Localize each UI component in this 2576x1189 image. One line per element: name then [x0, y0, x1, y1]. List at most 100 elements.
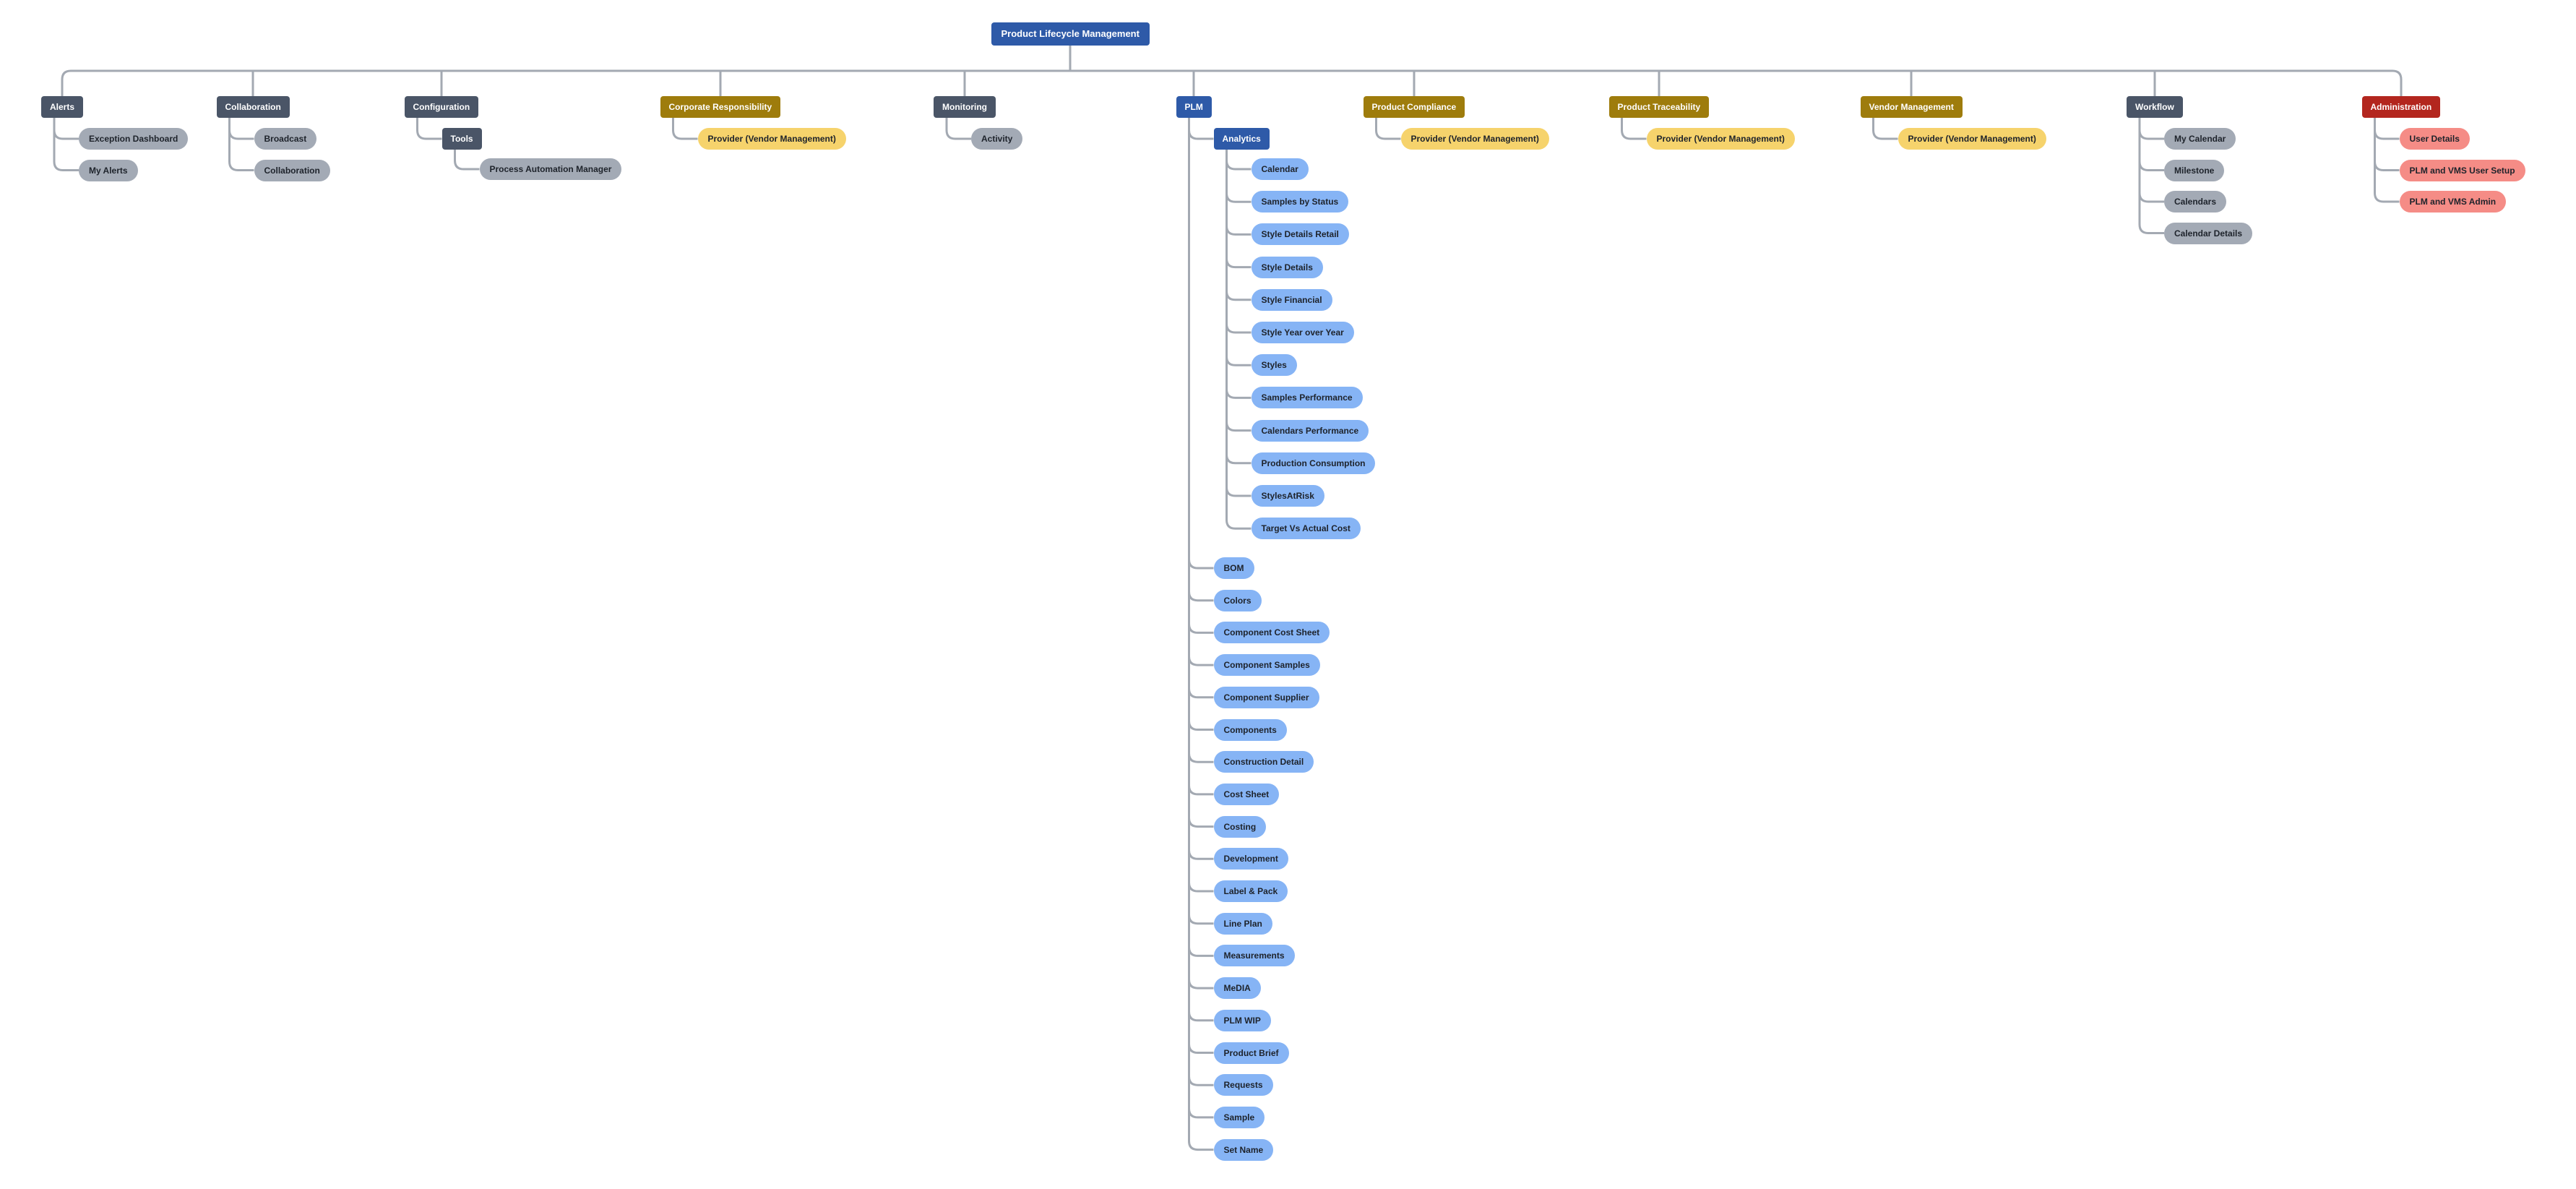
branch-product-traceability[interactable]: Product Traceability	[1608, 96, 1710, 118]
leaf-colors[interactable]: Colors	[1213, 589, 1262, 611]
leaf-cost-sheet[interactable]: Cost Sheet	[1213, 783, 1280, 805]
leaf-collaboration[interactable]: Collaboration	[254, 159, 330, 181]
connector	[1188, 118, 1214, 699]
connector	[1188, 118, 1214, 828]
leaf-construction-detail[interactable]: Construction Detail	[1213, 751, 1314, 773]
leaf-component-samples[interactable]: Component Samples	[1213, 654, 1320, 677]
branch-configuration[interactable]: Configuration	[404, 96, 479, 118]
leaf-measurements[interactable]: Measurements	[1213, 945, 1295, 967]
group-tools[interactable]: Tools	[441, 128, 482, 150]
connector	[53, 118, 79, 140]
leaf-provider-vendor-management[interactable]: Provider (Vendor Management)	[1400, 128, 1549, 150]
connector	[672, 118, 698, 140]
leaf-user-details[interactable]: User Details	[2399, 128, 2470, 150]
leaf-samples-performance[interactable]: Samples Performance	[1251, 387, 1363, 409]
connector	[2138, 118, 2164, 203]
leaf-calendar-details[interactable]: Calendar Details	[2164, 222, 2253, 244]
connector	[1188, 118, 1214, 1054]
branch-corporate-responsibility[interactable]: Corporate Responsibility	[660, 96, 781, 118]
leaf-calendars-performance[interactable]: Calendars Performance	[1251, 419, 1369, 442]
leaf-costing[interactable]: Costing	[1213, 815, 1267, 838]
connector	[1225, 150, 1252, 203]
branch-product-compliance[interactable]: Product Compliance	[1363, 96, 1465, 118]
branch-administration[interactable]: Administration	[2361, 96, 2441, 118]
connector	[454, 150, 480, 171]
connector	[1188, 118, 1214, 796]
leaf-bom[interactable]: BOM	[1213, 557, 1254, 579]
branch-collaboration[interactable]: Collaboration	[216, 96, 290, 118]
leaf-provider-vendor-management[interactable]: Provider (Vendor Management)	[1897, 128, 2046, 150]
leaf-component-supplier[interactable]: Component Supplier	[1213, 686, 1319, 708]
leaf-components[interactable]: Components	[1213, 718, 1287, 741]
connector	[1188, 118, 1214, 925]
connector	[945, 118, 971, 140]
leaf-styles[interactable]: Styles	[1251, 354, 1297, 377]
connector	[1225, 150, 1252, 399]
group-analytics[interactable]: Analytics	[1213, 128, 1270, 150]
leaf-my-alerts[interactable]: My Alerts	[79, 159, 138, 181]
leaf-provider-vendor-management[interactable]: Provider (Vendor Management)	[1646, 128, 1795, 150]
leaf-plm-and-vms-admin[interactable]: PLM and VMS Admin	[2399, 191, 2507, 213]
connector	[2374, 118, 2400, 171]
branch-workflow[interactable]: Workflow	[2127, 96, 2183, 118]
connector	[1188, 118, 1214, 893]
connector	[1872, 118, 1898, 140]
branch-alerts[interactable]: Alerts	[41, 96, 84, 118]
leaf-style-details[interactable]: Style Details	[1251, 256, 1323, 278]
connector	[228, 118, 254, 171]
leaf-activity[interactable]: Activity	[971, 128, 1023, 150]
leaf-development[interactable]: Development	[1213, 848, 1288, 870]
connector	[1225, 150, 1252, 432]
leaf-style-details-retail[interactable]: Style Details Retail	[1251, 223, 1349, 246]
leaf-calendars[interactable]: Calendars	[2164, 191, 2227, 213]
connector	[1225, 150, 1252, 465]
connector	[1188, 118, 1214, 140]
connector	[1225, 150, 1252, 334]
leaf-exception-dashboard[interactable]: Exception Dashboard	[79, 128, 189, 150]
leaf-requests[interactable]: Requests	[1213, 1074, 1273, 1096]
leaf-media[interactable]: MeDIA	[1213, 977, 1261, 1000]
connector	[1188, 118, 1214, 860]
branch-plm[interactable]: PLM	[1176, 96, 1212, 118]
leaf-milestone[interactable]: Milestone	[2164, 159, 2225, 181]
connector	[1375, 118, 1401, 140]
leaf-style-financial[interactable]: Style Financial	[1251, 288, 1332, 311]
branch-vendor-management[interactable]: Vendor Management	[1860, 96, 1963, 118]
leaf-style-year-over-year[interactable]: Style Year over Year	[1251, 322, 1354, 343]
connector	[1225, 150, 1252, 530]
connector	[2138, 118, 2164, 140]
connector	[1188, 118, 1214, 957]
leaf-label-and-pack[interactable]: Label & Pack	[1213, 880, 1288, 902]
connector	[1188, 118, 1214, 731]
connector	[1188, 118, 1214, 634]
connector	[1188, 118, 1214, 570]
connector	[228, 118, 254, 140]
leaf-samples-by-status[interactable]: Samples by Status	[1251, 191, 1349, 213]
leaf-product-brief[interactable]: Product Brief	[1213, 1042, 1289, 1064]
leaf-target-vs-actual-cost[interactable]: Target Vs Actual Cost	[1251, 518, 1361, 540]
connector	[1188, 118, 1214, 602]
connector	[1225, 150, 1252, 171]
connector	[1188, 118, 1214, 666]
leaf-calendar[interactable]: Calendar	[1251, 158, 1309, 180]
leaf-process-automation-manager[interactable]: Process Automation Manager	[479, 158, 622, 180]
connector	[1225, 150, 1252, 236]
leaf-broadcast[interactable]: Broadcast	[254, 128, 317, 150]
leaf-plm-and-vms-user-setup[interactable]: PLM and VMS User Setup	[2399, 159, 2525, 181]
branch-monitoring[interactable]: Monitoring	[934, 96, 996, 118]
connector	[2374, 118, 2400, 203]
leaf-my-calendar[interactable]: My Calendar	[2164, 128, 2236, 150]
leaf-provider-vendor-management[interactable]: Provider (Vendor Management)	[697, 128, 846, 150]
connector	[416, 118, 442, 140]
branch-bus	[61, 69, 2403, 96]
leaf-line-plan[interactable]: Line Plan	[1213, 912, 1272, 935]
leaf-production-consumption[interactable]: Production Consumption	[1251, 452, 1376, 474]
leaf-sample[interactable]: Sample	[1213, 1106, 1265, 1128]
leaf-component-cost-sheet[interactable]: Component Cost Sheet	[1213, 622, 1330, 644]
connector	[1188, 118, 1214, 1119]
leaf-stylesatrisk[interactable]: StylesAtRisk	[1251, 485, 1324, 507]
root-node[interactable]: Product Lifecycle Management	[991, 22, 1150, 46]
leaf-set-name[interactable]: Set Name	[1213, 1138, 1274, 1161]
leaf-plm-wip[interactable]: PLM WIP	[1213, 1009, 1271, 1031]
